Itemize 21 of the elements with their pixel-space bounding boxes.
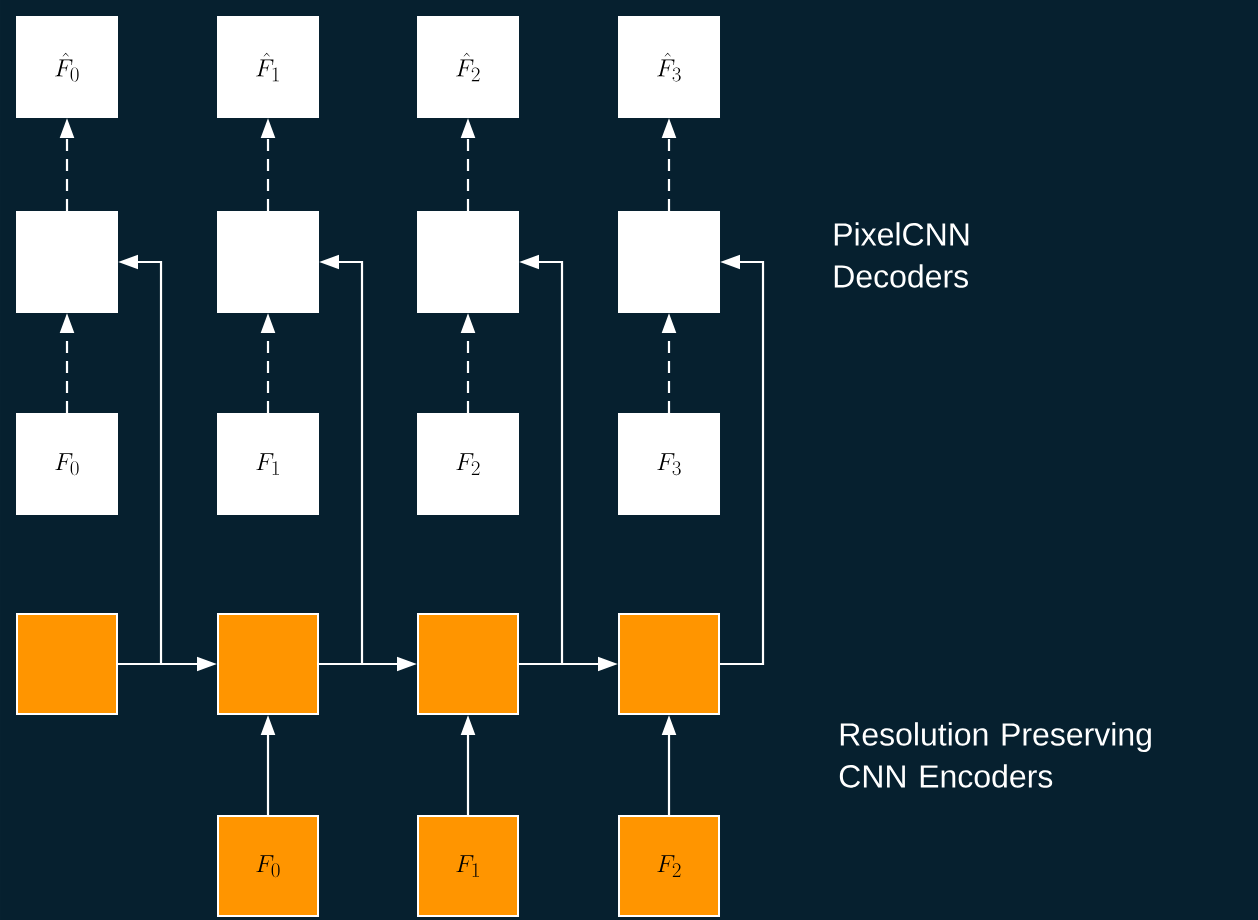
input-box: $F_0$ — [16, 413, 118, 515]
encoder-box — [16, 613, 118, 715]
output-box: $\hat{F}_1$ — [217, 16, 319, 118]
output-box: $\hat{F}_2$ — [417, 16, 519, 118]
section-label: PixelCNN Decoders — [834, 222, 969, 288]
encoder-box — [618, 613, 720, 715]
decoder-box — [618, 211, 720, 313]
output-box: $\hat{F}_3$ — [618, 16, 720, 118]
input-box: $F_0$ — [217, 815, 319, 917]
decoder-box — [417, 211, 519, 313]
decoder-box — [217, 211, 319, 313]
decoder-box — [16, 211, 118, 313]
input-box: $F_2$ — [417, 413, 519, 515]
encoder-box — [417, 613, 519, 715]
input-box: $F_2$ — [618, 815, 720, 917]
input-box: $F_1$ — [417, 815, 519, 917]
input-box: $F_1$ — [217, 413, 319, 515]
output-box: $\hat{F}_0$ — [16, 16, 118, 118]
section-label: Resolution Preserving CNN Encoders — [839, 722, 1151, 788]
input-box: $F_3$ — [618, 413, 720, 515]
encoder-box — [217, 613, 319, 715]
